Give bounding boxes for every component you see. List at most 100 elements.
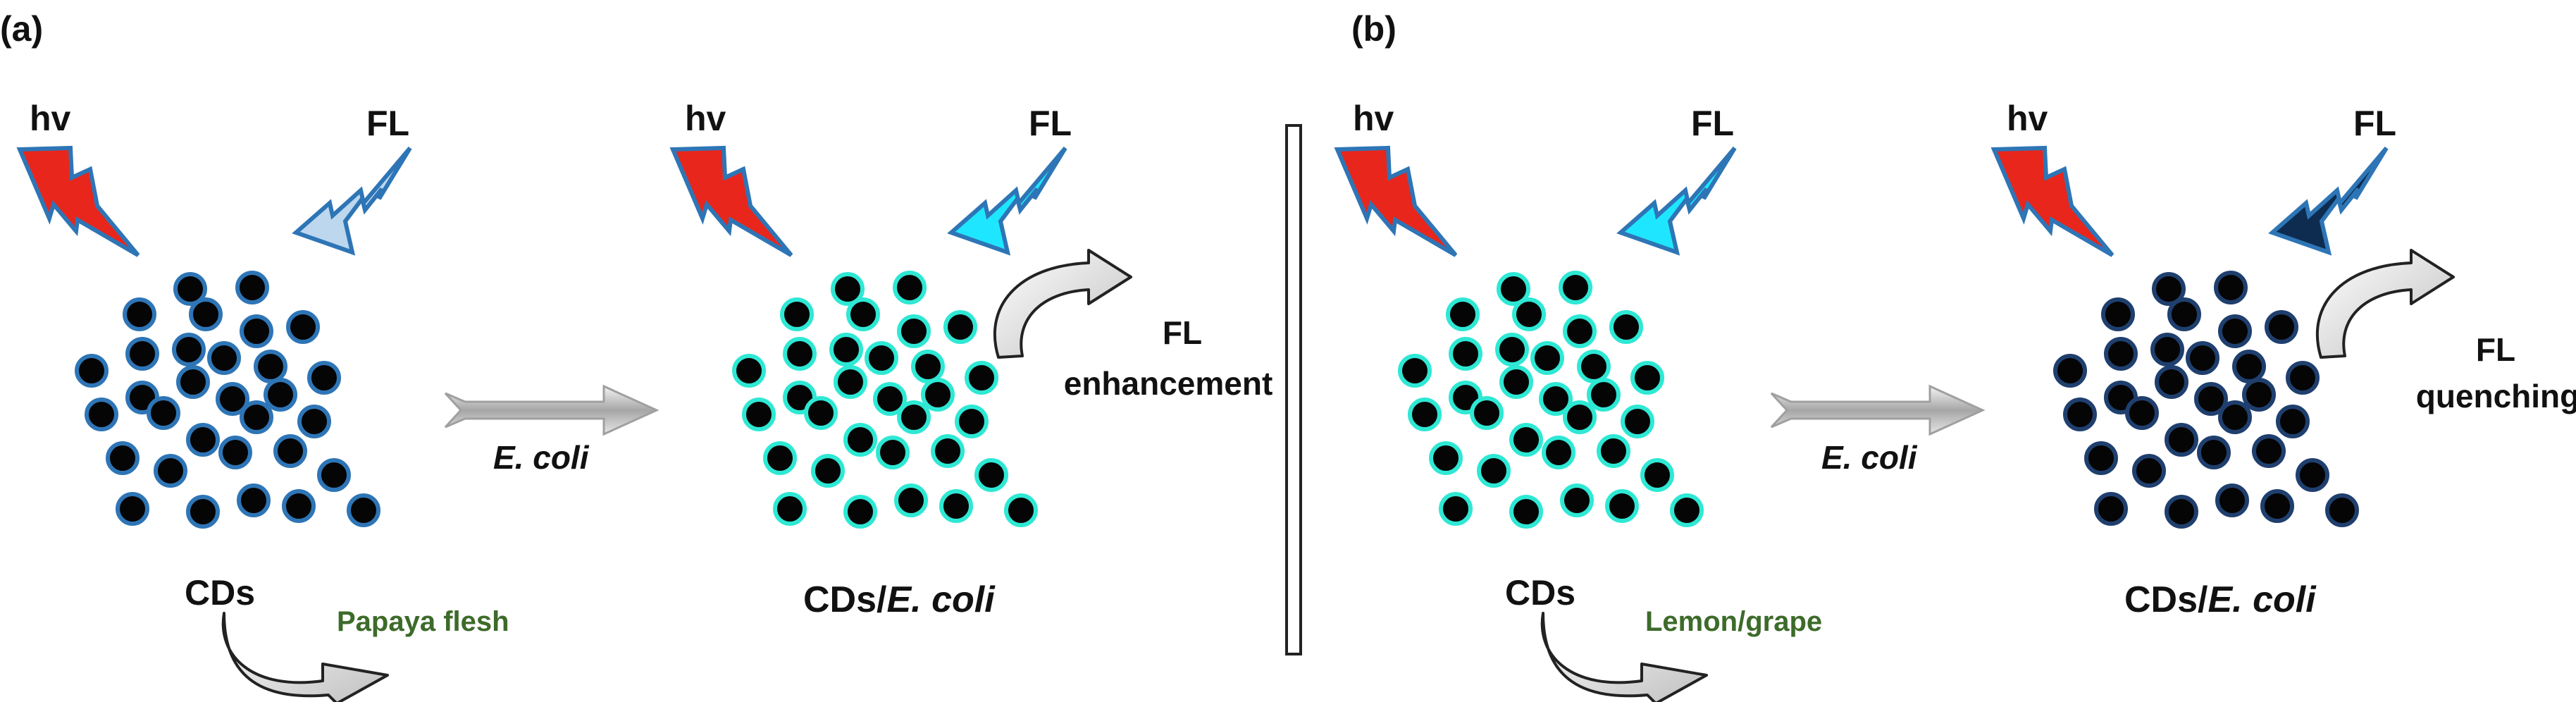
cds-after: hv FL FL quenching CDs/E. coli: [1990, 99, 2576, 620]
cds-ecoli-label: CDs/E. coli: [803, 579, 996, 620]
panel-letter: (b): [1351, 9, 1397, 49]
cd-dot-cluster: [732, 271, 1038, 529]
cd-dot: [1509, 495, 1543, 529]
cd-dot: [897, 314, 931, 348]
panel-a: (a) hv FL CDs Papaya flesh E. coli hv FL…: [0, 9, 1272, 702]
cd-dot: [911, 350, 945, 383]
cd-dot: [273, 434, 307, 468]
panel-divider: [1285, 124, 1302, 655]
curved-arrow-icon: [1540, 612, 1708, 702]
cd-dot: [2242, 378, 2276, 412]
cd-dot: [843, 495, 877, 529]
cd-dot: [1499, 365, 1533, 399]
emission-bolt-icon: [292, 147, 412, 256]
cd-dot: [1577, 350, 1611, 383]
curved-arrow-icon: [993, 249, 1132, 359]
cd-dot: [1640, 458, 1674, 492]
curved-arrow-icon: [221, 612, 389, 702]
cd-dot: [931, 434, 965, 468]
cd-dot: [1470, 396, 1504, 430]
cd-dot: [1477, 454, 1511, 488]
cd-dot-cluster: [2053, 271, 2359, 529]
excitation-bolt-icon: [16, 145, 140, 257]
cd-dot: [172, 333, 206, 367]
cd-dot: [173, 272, 207, 306]
emission-label: FL: [1029, 104, 1072, 143]
cd-dot: [2063, 398, 2097, 431]
cd-dot: [2194, 382, 2228, 416]
cd-dot: [1530, 341, 1564, 375]
emission-bolt-icon: [2268, 147, 2389, 256]
cd-dot: [742, 398, 776, 431]
excitation-bolt-icon: [669, 145, 793, 257]
cd-dot: [1609, 310, 1643, 344]
cd-dot: [307, 361, 341, 395]
reagent-label: E. coli: [493, 439, 590, 476]
cd-dot: [2218, 400, 2252, 434]
cd-dot: [846, 297, 880, 331]
cd-dot: [154, 454, 187, 488]
emission-label: FL: [1691, 104, 1734, 143]
effect-label-line2: quenching: [2416, 378, 2576, 414]
cd-dot: [2215, 484, 2249, 517]
cd-dot: [2132, 454, 2166, 488]
cd-dot: [2101, 297, 2135, 331]
cd-dot: [2167, 297, 2201, 331]
cd-dot: [1630, 361, 1664, 395]
cds-before: hv FL CDs Lemon/grape: [1334, 99, 1822, 702]
cd-dot: [1497, 272, 1530, 306]
cds-after: hv FL FL enhancement CDs/E. coli: [669, 99, 1273, 620]
source-label: Lemon/grape: [1645, 606, 1822, 637]
excitation-label: hv: [2007, 99, 2048, 138]
emission-label: FL: [2353, 104, 2396, 143]
reagent-label: E. coli: [1821, 439, 1918, 476]
cd-dot: [123, 297, 156, 331]
effect-label-line1: FL: [2476, 331, 2515, 368]
cd-dot: [2186, 341, 2219, 375]
cd-dot: [2053, 354, 2087, 388]
cd-dot: [965, 361, 998, 395]
cd-dot: [773, 492, 807, 526]
cd-dot: [843, 423, 877, 457]
cd-dot: [939, 489, 973, 523]
cd-dot: [974, 458, 1008, 492]
cds-before: hv FL CDs Papaya flesh: [16, 99, 509, 702]
emission-bolt-icon: [947, 147, 1067, 256]
cd-dot: [1597, 434, 1630, 468]
cd-dot: [85, 398, 118, 431]
cd-dot: [921, 378, 955, 412]
cd-dot: [106, 441, 140, 475]
cd-dot: [873, 382, 907, 416]
cd-dot: [2084, 441, 2118, 475]
cd-dot: [2276, 405, 2310, 438]
cd-dot: [2296, 458, 2329, 492]
block-arrow-icon: [444, 384, 660, 436]
cd-dot: [2218, 314, 2252, 348]
cd-dot: [75, 354, 109, 388]
cd-dot: [1509, 423, 1543, 457]
cd-dot: [732, 354, 766, 388]
excitation-bolt-icon: [1990, 145, 2114, 257]
cd-dot: [876, 436, 910, 469]
cd-dot: [894, 484, 928, 517]
cd-dot: [1563, 400, 1597, 434]
cd-dot: [282, 489, 316, 523]
cd-dot: [829, 333, 863, 367]
cd-dot: [1439, 492, 1473, 526]
cd-dot: [176, 365, 210, 399]
cd-dot: [893, 271, 927, 304]
effect-label-line2: enhancement: [1064, 365, 1273, 402]
cd-dot: [1398, 354, 1432, 388]
cd-dot: [1542, 436, 1575, 469]
cd-dot: [834, 365, 867, 399]
cd-dot: [186, 423, 220, 457]
panel-b: (b) hv FL CDs Lemon/grape E. coli hv FL …: [1334, 9, 2576, 702]
cd-dot: [1004, 493, 1038, 527]
cd-dot: [2232, 350, 2266, 383]
cd-dot: [831, 272, 865, 306]
cd-dot: [1605, 489, 1639, 523]
cd-dot: [811, 454, 845, 488]
cd-dot: [237, 484, 271, 517]
cd-dot: [207, 341, 241, 375]
